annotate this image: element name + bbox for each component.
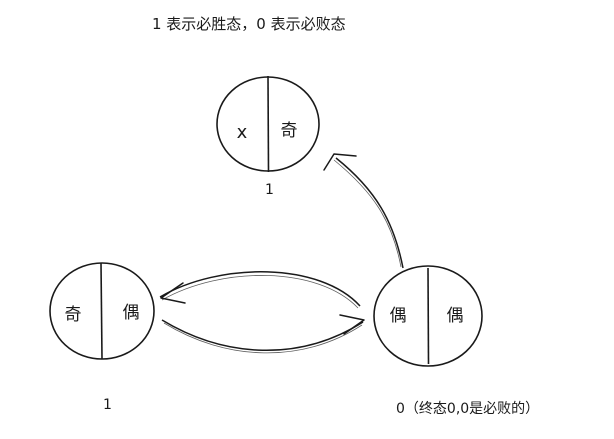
node-left-left-label: 奇 — [65, 305, 82, 325]
node-right-circle — [373, 265, 483, 367]
arrowhead-left-to-right — [339, 314, 365, 335]
node-top-right-label: 奇 — [281, 121, 298, 141]
edge-left-to-right — [161, 314, 365, 354]
node-top-left-label: x — [237, 122, 248, 143]
node-left-divider — [100, 262, 103, 360]
node-left-value: 1 — [103, 397, 112, 413]
node-top-value: 1 — [265, 182, 274, 198]
node-right-right-label: 偶 — [447, 306, 464, 326]
node-left: 奇 偶 — [49, 262, 155, 360]
edge-right-to-top — [323, 153, 404, 269]
node-right-left-label: 偶 — [390, 306, 407, 326]
node-top: x 奇 — [216, 75, 320, 173]
edge-right-to-left — [159, 271, 361, 309]
node-left-right-label: 偶 — [123, 303, 140, 323]
arrowhead-right-to-top — [323, 153, 357, 171]
node-top-divider — [267, 75, 270, 173]
arrowhead-right-to-left — [160, 282, 186, 304]
node-right-divider — [427, 267, 430, 365]
diagram-title: 1 表示必胜态，0 表示必败态 — [152, 15, 346, 33]
node-right-value: 0（终态0,0是必败的） — [396, 401, 540, 417]
node-right: 偶 偶 — [373, 265, 483, 367]
